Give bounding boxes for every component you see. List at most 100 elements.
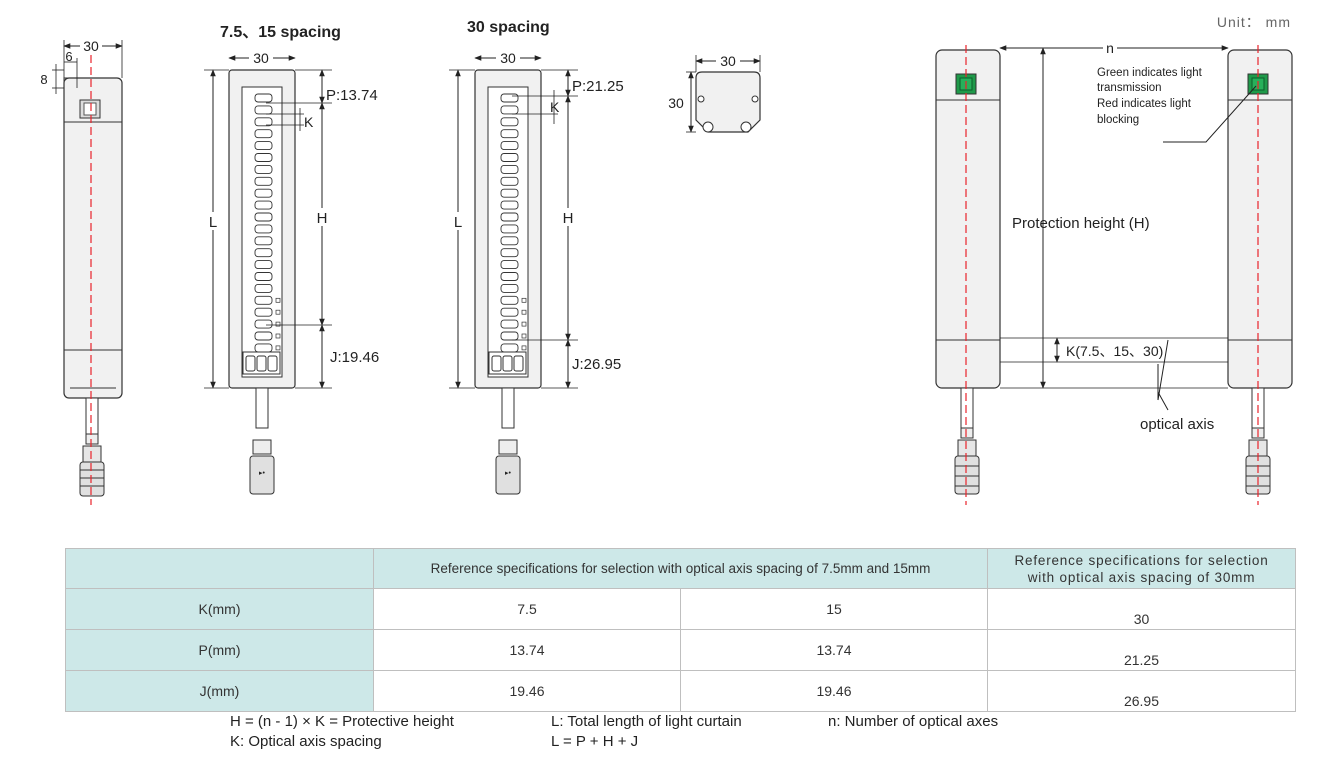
led-slot xyxy=(254,331,273,341)
cell-value: 19.46 xyxy=(373,670,681,712)
front-view-30-P-label: P:21.25 xyxy=(572,78,624,95)
led-slot xyxy=(254,224,273,234)
front-view-7-15-title: 7.5、15 spacing xyxy=(220,24,341,41)
led-slot xyxy=(500,260,519,270)
status-dot xyxy=(521,297,527,303)
indicator-note-line3: Red indicates light xyxy=(1097,98,1192,110)
led-slot xyxy=(500,141,519,151)
led-slot xyxy=(500,331,519,341)
led-slot xyxy=(500,117,519,127)
led-slot xyxy=(500,283,519,293)
cell-value: 21.25 xyxy=(987,629,1296,671)
status-dot xyxy=(521,345,527,351)
side-offset-6-label: 6 xyxy=(65,49,72,64)
front-view-30-L-label: L xyxy=(454,214,462,231)
end-plate-width-label: 30 xyxy=(720,53,736,69)
led-slot xyxy=(500,319,519,329)
table-row: J(mm) 19.46 19.46 26.95 xyxy=(65,670,1296,712)
front-view-7-15-width-label: 30 xyxy=(253,50,269,66)
side-view: 30 6 8 xyxy=(40,38,123,505)
indicator-leader-line xyxy=(1163,85,1257,143)
pair-diagram: n Green indicates light transmission Red… xyxy=(935,40,1293,505)
status-dot xyxy=(275,345,281,351)
protection-height-label: Protection height (H) xyxy=(1012,215,1150,232)
front-view-30: 30 spacing ▸• 30 L P:21.25 K H xyxy=(449,19,624,495)
led-slot xyxy=(254,283,273,293)
header-7-15: Reference specifications for selection w… xyxy=(373,548,988,589)
note-k-def: K: Optical axis spacing xyxy=(230,733,382,750)
led-slot xyxy=(254,117,273,127)
header-30: Reference specifications for selection w… xyxy=(987,548,1296,589)
pair-k-label: K(7.5、15、30) xyxy=(1066,343,1163,359)
cell-value: 19.46 xyxy=(680,670,988,712)
led-slot xyxy=(254,188,273,198)
side-width-label: 30 xyxy=(83,38,99,54)
front-view-7-15-P-label: P:13.74 xyxy=(326,87,378,104)
led-slot xyxy=(254,295,273,305)
led-slot xyxy=(500,343,519,353)
led-slot xyxy=(500,295,519,305)
led-slot xyxy=(254,141,273,151)
led-slot xyxy=(254,164,273,174)
front-view-7-15-K-label: K xyxy=(304,114,314,130)
status-dot xyxy=(521,333,527,339)
cell-value: 15 xyxy=(680,588,988,630)
front-view-7-15-L-label: L xyxy=(209,214,217,231)
led-slot xyxy=(254,343,273,353)
status-dot xyxy=(275,321,281,327)
end-plate-view: 30 30 xyxy=(664,53,761,133)
led-slot xyxy=(254,93,273,103)
led-slot xyxy=(254,129,273,139)
led-slot xyxy=(254,272,273,281)
led-slot xyxy=(254,319,273,329)
led-slot xyxy=(500,212,519,222)
front-view-7-15-display xyxy=(242,351,281,375)
front-view-30-J-label: J:26.95 xyxy=(572,356,621,373)
front-view-30-title: 30 spacing xyxy=(467,19,550,36)
front-view-7-15-H-label: H xyxy=(317,210,328,227)
note-h-formula: H = (n - 1) × K = Protective height xyxy=(230,713,454,730)
header-30-line2: with optical axis spacing of 30mm xyxy=(1027,569,1256,585)
dimension-drawing: 30 6 8 7.5、15 spacing ▸• 30 xyxy=(40,19,1293,505)
table-row: K(mm) 7.5 15 30 xyxy=(65,588,1296,630)
note-n-def: n: Number of optical axes xyxy=(828,713,999,730)
unit-label: Unit： mm xyxy=(1216,14,1291,30)
led-slot xyxy=(500,176,519,186)
led-slot xyxy=(500,248,519,258)
led-slot xyxy=(500,272,519,281)
led-slot xyxy=(500,153,519,162)
front-view-30-display xyxy=(488,351,527,375)
header-30-line1: Reference specifications for selection xyxy=(1014,552,1269,568)
led-slot xyxy=(500,200,519,210)
front-view-7-15: 7.5、15 spacing ▸• 30 L P:13.74 K xyxy=(204,24,379,495)
led-slot xyxy=(254,248,273,258)
indicator-note-line1: Green indicates light xyxy=(1097,67,1203,79)
led-slot xyxy=(254,260,273,270)
svg-text:▸•: ▸• xyxy=(259,470,266,477)
indicator-note-line4: blocking xyxy=(1097,114,1139,126)
led-slot xyxy=(254,176,273,186)
cell-value: 13.74 xyxy=(373,629,681,671)
cell-value: 26.95 xyxy=(987,670,1296,712)
status-dot xyxy=(275,333,281,339)
status-dot xyxy=(521,321,527,327)
end-plate-height-label: 30 xyxy=(668,95,684,111)
led-slot xyxy=(500,307,519,317)
led-slot xyxy=(254,236,273,246)
cell-value: 13.74 xyxy=(680,629,988,671)
led-slot xyxy=(254,153,273,162)
front-view-30-H-label: H xyxy=(563,210,574,227)
receiver-unit xyxy=(1227,45,1293,505)
led-slot xyxy=(254,212,273,222)
indicator-note-line2: transmission xyxy=(1097,82,1162,94)
led-slot xyxy=(500,224,519,234)
note-l-def: L: Total length of light curtain xyxy=(551,713,742,730)
front-view-30-K-label: K xyxy=(550,99,560,115)
led-slot xyxy=(500,164,519,174)
note-l-formula: L = P + H + J xyxy=(551,733,639,750)
led-slot xyxy=(254,200,273,210)
led-column-30 xyxy=(500,93,527,353)
led-slot xyxy=(500,105,519,115)
spec-table-header: Reference specifications for selection w… xyxy=(65,548,1296,589)
optical-axis-label: optical axis xyxy=(1140,416,1214,433)
